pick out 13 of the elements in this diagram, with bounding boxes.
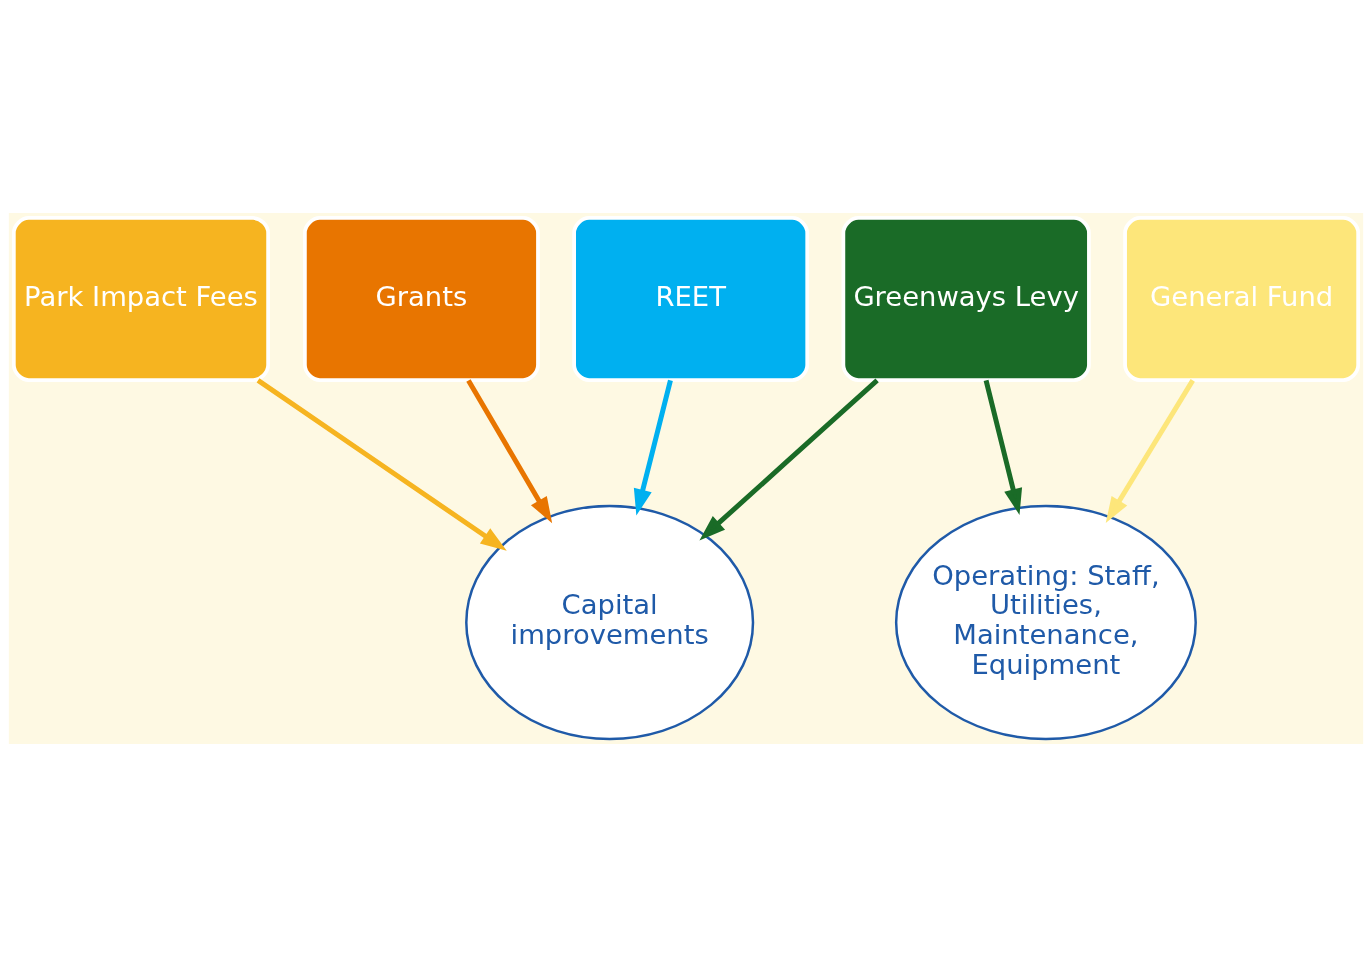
arrow xyxy=(1105,378,1195,523)
node-ellipse: Operating: Staff, Utilities, Maintenance, Equipment xyxy=(894,504,1197,740)
node-box: REET xyxy=(572,215,810,382)
node-box: Park Impact Fees xyxy=(11,215,270,382)
arrow xyxy=(466,378,553,523)
arrow xyxy=(699,378,879,540)
arrow xyxy=(256,377,507,551)
node-box: General Fund xyxy=(1123,215,1361,382)
arrow xyxy=(633,379,673,516)
node-box: Greenways Levy xyxy=(841,215,1091,382)
node-box: Grants xyxy=(303,215,540,382)
arrow xyxy=(983,379,1023,515)
node-ellipse: Capital improvements xyxy=(465,504,755,740)
